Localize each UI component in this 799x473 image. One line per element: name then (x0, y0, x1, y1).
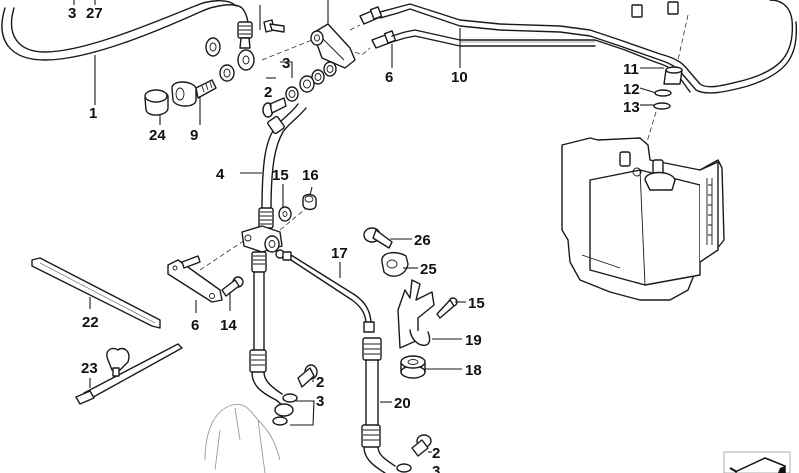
part-4-hose[interactable] (258, 103, 307, 229)
part-6-bracket[interactable] (167, 255, 223, 303)
callout-3: 3 (68, 5, 76, 22)
callout-2: 2 (264, 84, 272, 101)
washer[interactable] (205, 37, 221, 57)
callout-25: 25 (420, 261, 437, 278)
cube-logo-icon (723, 451, 791, 473)
t-junction[interactable] (241, 225, 283, 253)
part-2-banjo-bolt[interactable] (411, 434, 432, 457)
callout-12: 11 (623, 61, 639, 78)
part-3-sealing-ring[interactable] (396, 463, 412, 473)
part-19-grommet[interactable] (400, 355, 426, 379)
callout-11: 10 (451, 69, 468, 86)
callout-9: 6 (385, 69, 393, 86)
part-3-sealing-rings[interactable] (285, 61, 337, 102)
callout-leaders (73, 0, 664, 453)
callout-15: 14 (220, 317, 237, 334)
callout-15: 15 (468, 295, 485, 312)
callout-10: 9 (190, 127, 198, 144)
assembly-line (639, 111, 657, 166)
callout-26: 26 (414, 232, 431, 249)
pipe-fittings[interactable] (631, 1, 679, 18)
assembly-line (677, 14, 689, 61)
callout-3: 3 (282, 55, 290, 72)
callout-3: 3 (316, 393, 324, 410)
callout-18: 17 (331, 245, 348, 262)
assembly-line (349, 24, 361, 31)
part-15-screw[interactable] (436, 297, 458, 319)
callout-6: 6 (191, 317, 199, 334)
assembly-line (354, 47, 371, 56)
brake-caliper-outline (204, 403, 281, 473)
part-12-sleeve[interactable] (663, 66, 683, 85)
part-10-bolt[interactable] (171, 79, 217, 107)
callout-3: 3 (432, 463, 440, 473)
part-15-screw[interactable] (221, 276, 244, 297)
bolt[interactable] (263, 19, 285, 33)
callout-17: 16 (302, 167, 319, 184)
callout-2: 2 (316, 374, 324, 391)
callout-27: 27 (86, 5, 103, 22)
hose-lower[interactable] (249, 251, 294, 417)
part-14-oring[interactable] (653, 102, 671, 110)
callout-22: 22 (82, 314, 99, 331)
callout-labels: 3 27 1 24 9 2 3 6 10 11 12 13 4 15 16 17… (68, 5, 640, 473)
callout-24: 24 (149, 127, 166, 144)
assembly-line (199, 239, 246, 271)
part-13-ring[interactable] (654, 89, 672, 97)
part-21-hose[interactable] (361, 337, 396, 473)
callout-20: 19 (465, 332, 482, 349)
part-25-clamp[interactable] (381, 251, 409, 277)
callout-21: 20 (394, 395, 411, 412)
callout-2: 2 (432, 445, 440, 462)
callout-16: 15 (272, 167, 289, 184)
part-22-cable-tie[interactable] (31, 257, 161, 329)
callout-1: 1 (89, 105, 97, 122)
part-1-hose[interactable] (1, 0, 255, 71)
part-20-bracket[interactable] (397, 279, 435, 349)
part-17-nut[interactable] (302, 193, 317, 211)
callout-13: 12 (623, 81, 640, 98)
part-16-washer[interactable] (278, 206, 292, 222)
callout-19: 18 (465, 362, 482, 379)
part-11-pipe[interactable] (379, 0, 798, 94)
part-2-banjo-bolt[interactable] (297, 364, 318, 388)
washer[interactable] (219, 64, 235, 82)
assembly-line (261, 39, 313, 61)
part-18-pipe[interactable] (275, 249, 375, 333)
part-2-banjo-bolt[interactable] (262, 97, 287, 118)
part-24-cap[interactable] (144, 89, 169, 116)
part-23-cable-tie-clip[interactable] (75, 343, 183, 405)
assembly-line (279, 204, 311, 231)
callout-23: 23 (81, 360, 98, 377)
distribution-block[interactable] (310, 23, 356, 69)
part-26-bolt[interactable] (363, 227, 393, 249)
abs-hydraulic-unit[interactable] (561, 137, 725, 301)
callout-4: 4 (216, 166, 225, 183)
part-3-sealing-rings[interactable] (272, 393, 298, 426)
part-9-fitting[interactable] (359, 6, 397, 49)
callout-14: 13 (623, 99, 640, 116)
